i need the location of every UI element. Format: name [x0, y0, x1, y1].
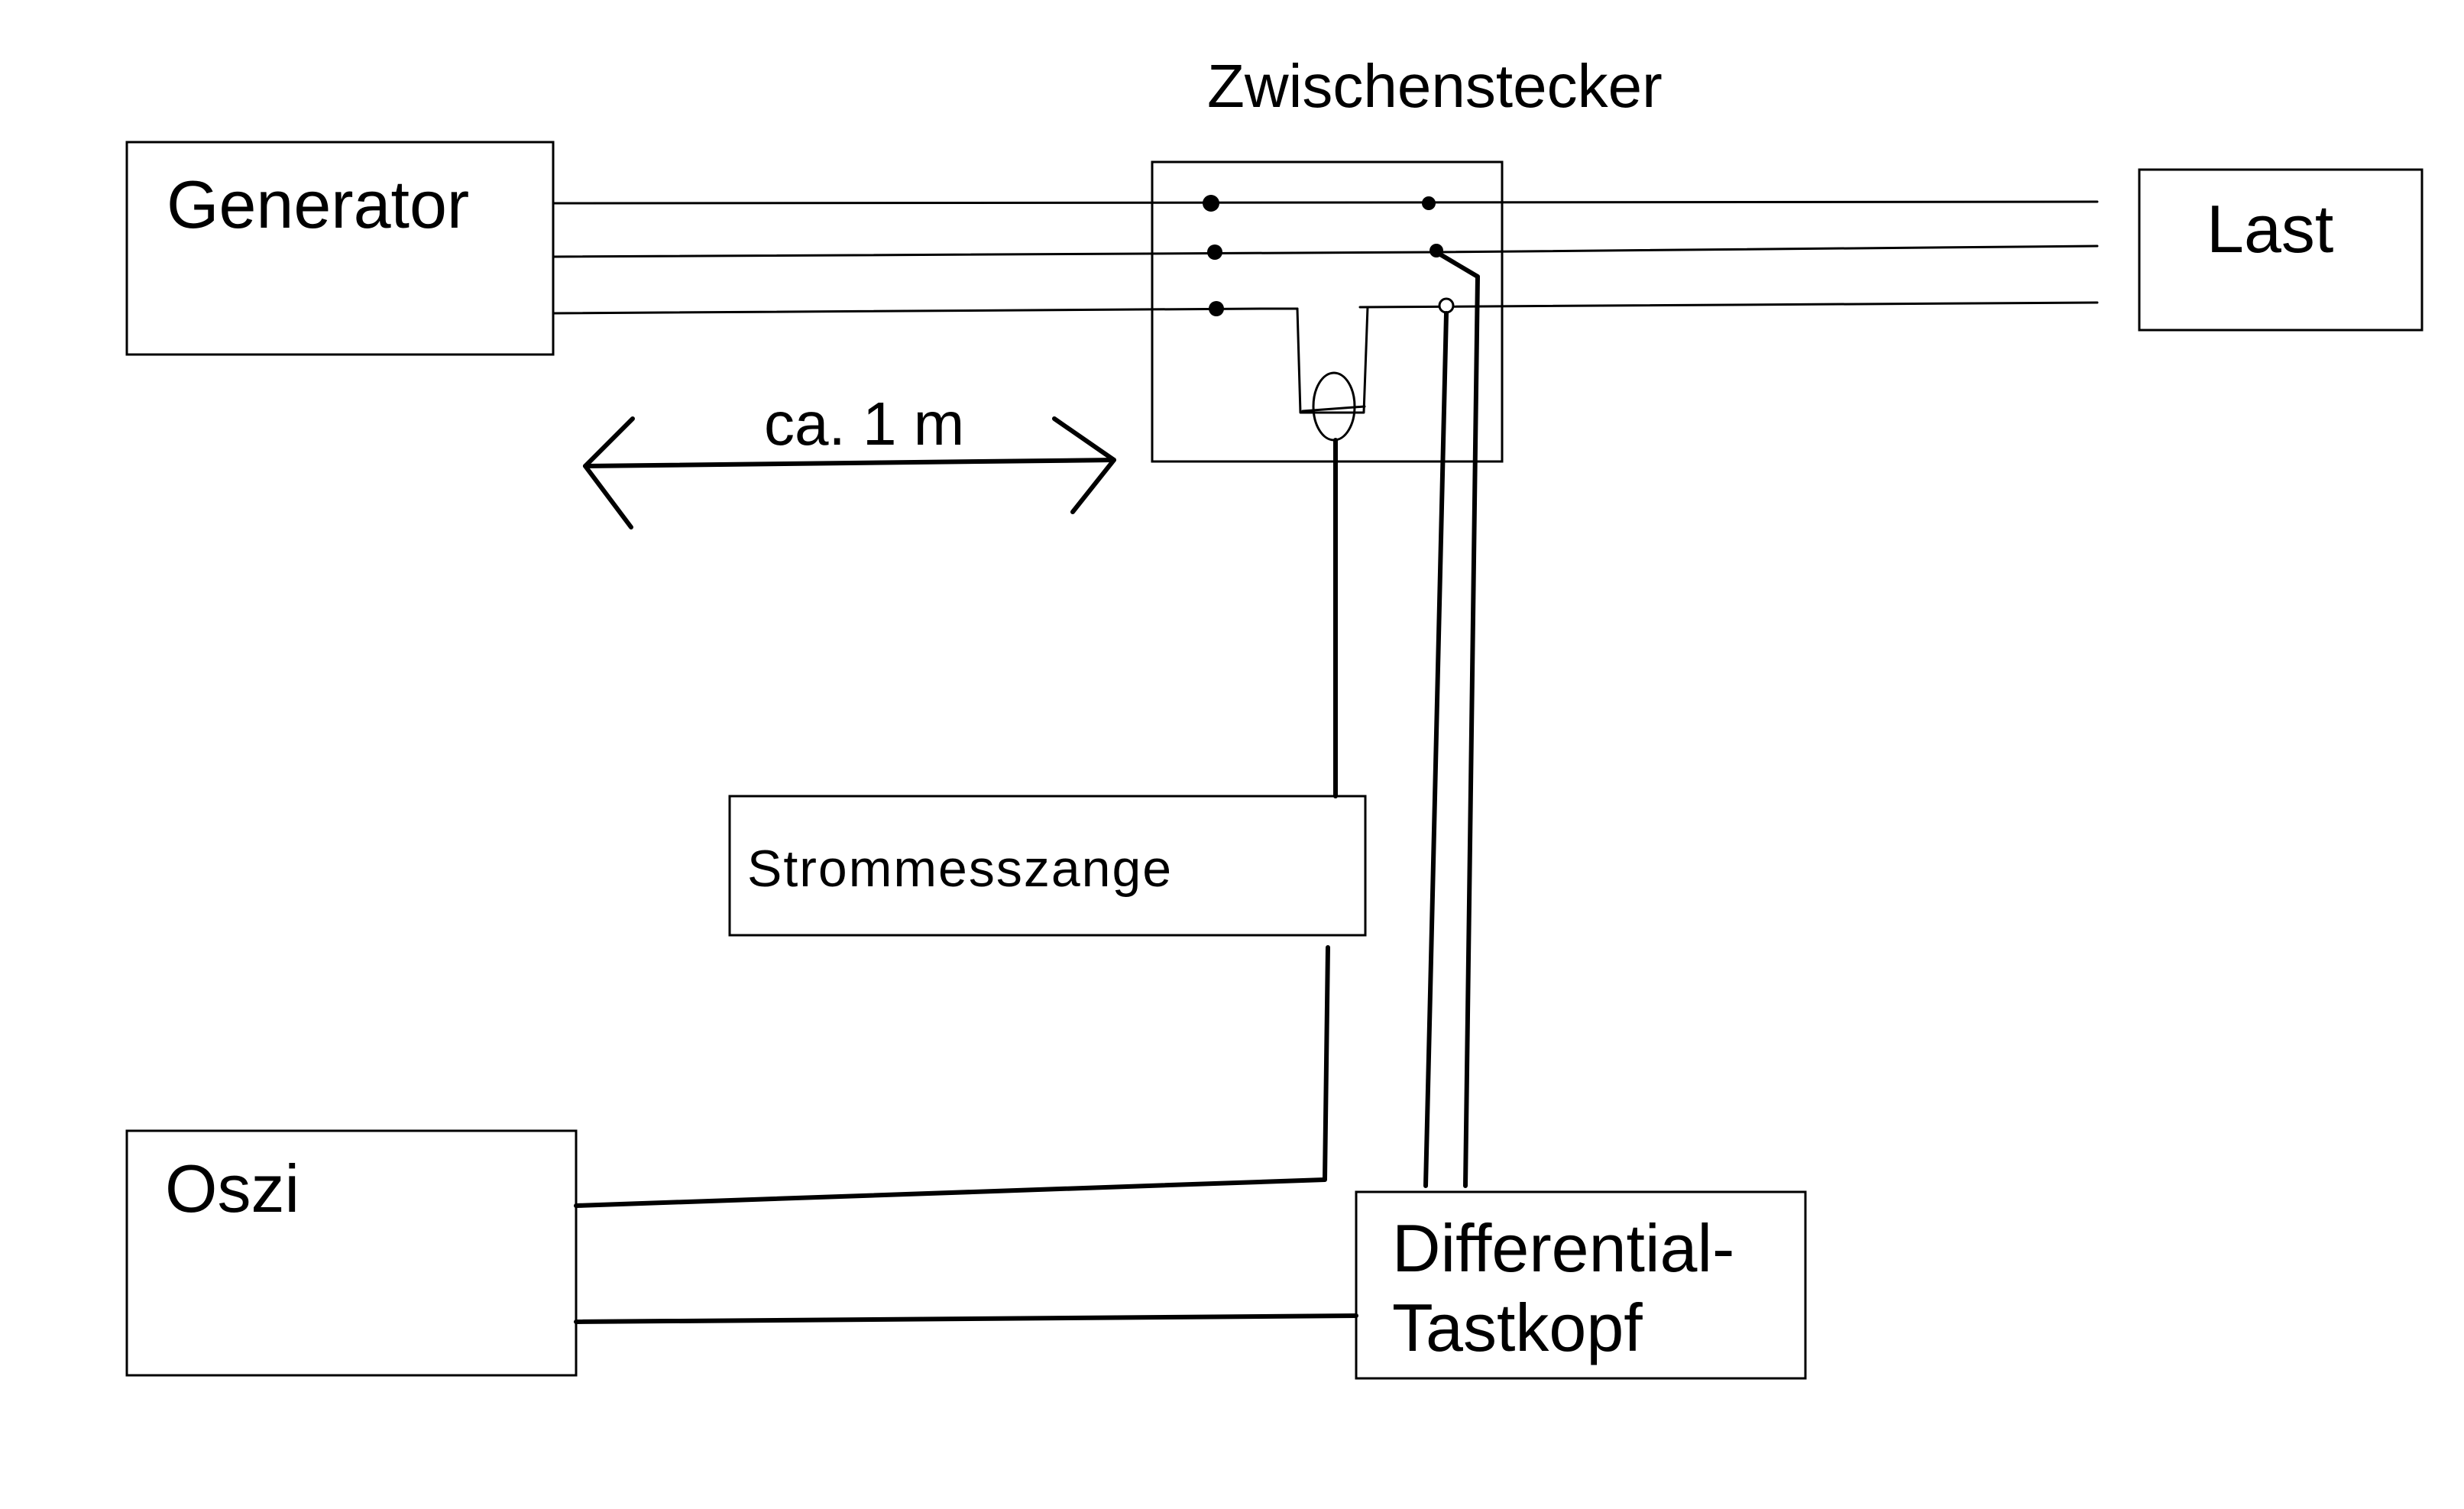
probe-lead-2: [1434, 250, 1480, 1188]
arrow-right-icon: [1052, 416, 1116, 514]
conductor-3-left: [552, 307, 1262, 315]
measurement-cables: [574, 250, 1480, 1324]
terminal-dot: [1203, 195, 1219, 212]
probe-to-oszi-cable: [574, 1313, 1358, 1324]
strommesszange-label: Strommesszange: [747, 840, 1173, 898]
terminal-dot: [1207, 244, 1222, 260]
oszi-box: Oszi: [125, 1129, 578, 1377]
generator-box: Generator: [125, 141, 555, 356]
terminal-ring: [1438, 297, 1455, 314]
conductor-2-right: [1435, 244, 2099, 254]
strommesszange-box: Strommesszange: [728, 795, 1367, 937]
arrow-left-icon: [583, 416, 635, 529]
distance-label: ca. 1 m: [764, 390, 964, 458]
oszi-label: Oszi: [165, 1151, 300, 1226]
differential-label-line2: Tastkopf: [1392, 1290, 1643, 1365]
terminal-dot: [1209, 301, 1224, 316]
probe-lead-1: [1423, 311, 1449, 1188]
generator-label: Generator: [167, 167, 469, 242]
mains-conductors: [552, 200, 2099, 315]
differential-probe-box: Differential- Tastkopf: [1355, 1190, 1807, 1380]
last-label: Last: [2207, 191, 2333, 267]
conductor-3-right: [1358, 301, 2099, 309]
distance-indicator: ca. 1 m: [583, 390, 1116, 529]
zwischenstecker-label: Zwischenstecker: [1207, 52, 1663, 120]
last-box: Last: [2138, 168, 2424, 332]
terminal-dot: [1422, 196, 1436, 210]
conductor-1: [552, 200, 2099, 205]
differential-label-line1: Differential-: [1392, 1210, 1734, 1286]
conductor-2-left: [552, 251, 1438, 258]
strommesszange-to-oszi-cable: [574, 945, 1330, 1208]
